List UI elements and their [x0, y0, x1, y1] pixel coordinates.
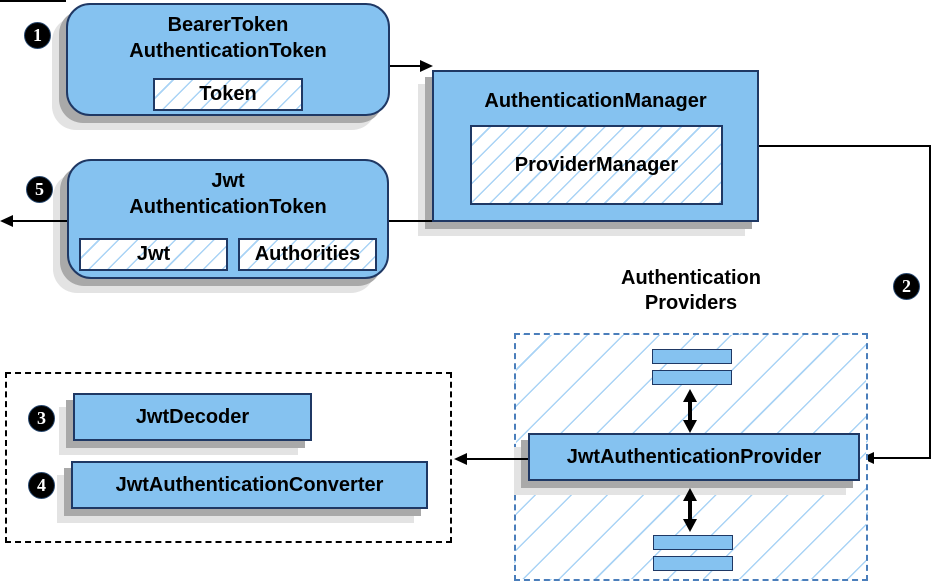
step-4-badge: 4 [28, 472, 55, 499]
bearer-token-authentication-token-node: BearerToken AuthenticationToken Token [66, 3, 390, 116]
jwt-token-title-line1: Jwt [211, 170, 245, 192]
outgoing-result-arrowhead-icon [0, 215, 13, 227]
bearer-token-node-title: BearerToken AuthenticationToken [68, 5, 388, 64]
jwt-field: Jwt [79, 238, 228, 271]
provider-manager-field: ProviderManager [470, 125, 723, 205]
manager-to-provider-line-bottom [873, 457, 931, 459]
step-2-number: 2 [902, 276, 911, 296]
jwt-token-node-title: Jwt AuthenticationToken [69, 161, 387, 220]
other-provider-rect-bottom-2 [653, 556, 733, 571]
authentication-providers-label: Authentication Providers [560, 266, 822, 316]
jwt-decoder-node: JwtDecoder [73, 393, 312, 441]
manager-to-jwt-token-line [389, 220, 432, 222]
other-provider-rect-top-1 [652, 349, 732, 364]
step-3-badge: 3 [28, 405, 55, 432]
double-arrow-top-down-icon [683, 420, 697, 433]
token-field: Token [153, 78, 303, 111]
jwt-authentication-provider-node: JwtAuthenticationProvider [528, 433, 860, 481]
double-arrow-bottom-line [688, 498, 692, 522]
authentication-manager-node: AuthenticationManager ProviderManager [432, 70, 759, 222]
jwt-authentication-provider-title: JwtAuthenticationProvider [566, 445, 822, 468]
provider-to-decoder-line [466, 458, 528, 460]
double-arrow-top-line [688, 399, 692, 423]
incoming-request-line [0, 0, 66, 2]
providers-label-line2: Providers [644, 292, 738, 314]
step-5-badge: 5 [26, 176, 53, 203]
bearer-to-manager-line [390, 65, 422, 67]
step-1-badge: 1 [24, 22, 51, 49]
step-5-number: 5 [35, 179, 44, 199]
double-arrow-bottom-up-icon [683, 488, 697, 501]
jwt-token-title-line2: AuthenticationToken [129, 196, 327, 218]
other-provider-rect-top-2 [652, 370, 732, 385]
jwt-authentication-converter-title: JwtAuthenticationConverter [115, 473, 384, 496]
provider-to-decoder-arrowhead-icon [454, 453, 467, 465]
step-4-number: 4 [37, 475, 46, 495]
double-arrow-bottom-down-icon [683, 519, 697, 532]
authentication-manager-title: AuthenticationManager [484, 90, 707, 112]
jwt-authentication-token-node: Jwt AuthenticationToken Jwt Authorities [67, 159, 389, 279]
bearer-to-manager-arrowhead-icon [420, 60, 433, 72]
authorities-field: Authorities [238, 238, 377, 271]
other-provider-rect-bottom-1 [653, 535, 733, 550]
double-arrow-top-up-icon [683, 389, 697, 402]
bearer-token-title-line1: BearerToken [167, 14, 289, 36]
bearer-token-title-line2: AuthenticationToken [129, 40, 327, 62]
jwt-decoder-title: JwtDecoder [135, 405, 250, 428]
providers-label-line1: Authentication [621, 267, 761, 289]
manager-to-provider-line-top [759, 145, 931, 147]
decoder-converter-group [5, 372, 452, 543]
jwt-authentication-converter-node: JwtAuthenticationConverter [71, 461, 428, 509]
step-1-number: 1 [33, 25, 42, 45]
step-3-number: 3 [37, 408, 46, 428]
step-2-badge: 2 [893, 273, 920, 300]
outgoing-result-line [10, 220, 67, 222]
manager-to-provider-line-right [929, 145, 931, 459]
